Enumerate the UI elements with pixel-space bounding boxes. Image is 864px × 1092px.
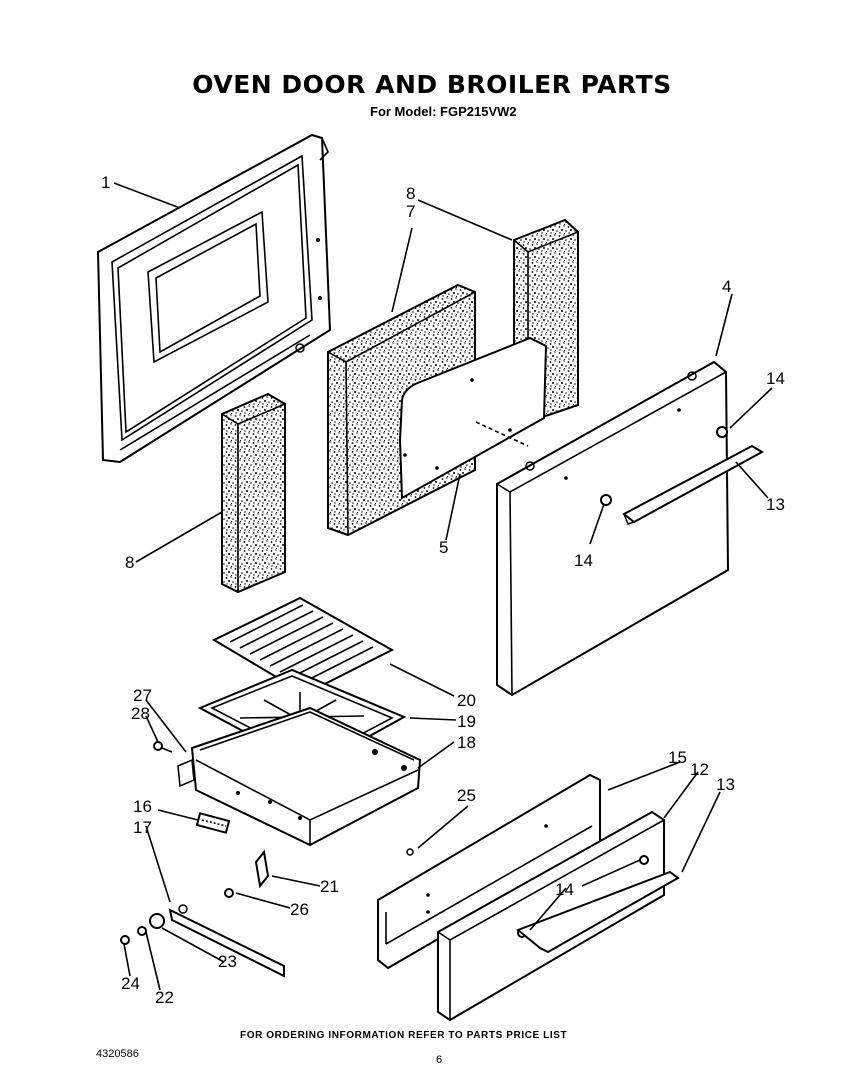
oven-door-frame xyxy=(96,133,332,464)
insulation-liner xyxy=(398,336,548,500)
callout-14-upper: 14 xyxy=(766,369,785,388)
callout-22: 22 xyxy=(155,988,174,1007)
page-number: 6 xyxy=(436,1054,443,1066)
callout-5: 5 xyxy=(439,538,449,557)
callout-4: 4 xyxy=(722,277,732,296)
callout-16: 16 xyxy=(133,797,152,816)
insulation-strip-lower xyxy=(221,392,286,594)
callout-17: 17 xyxy=(133,818,152,837)
callout-21: 21 xyxy=(320,877,339,896)
page-title: OVEN DOOR AND BROILER PARTS xyxy=(192,70,672,99)
callout-8-lower: 8 xyxy=(125,553,135,572)
callout-13-lower: 13 xyxy=(716,775,735,794)
broiler-inner-panel xyxy=(377,773,601,970)
leader-lines xyxy=(113,182,773,991)
callout-27: 27 xyxy=(133,686,152,705)
slide-rail xyxy=(120,904,285,978)
callout-1: 1 xyxy=(101,173,111,192)
broiler-drawer-body xyxy=(177,706,422,847)
callout-14-lower: 14 xyxy=(555,880,574,899)
broiler-outer-panel xyxy=(437,810,680,1022)
callout-28: 28 xyxy=(131,704,150,723)
callout-13-upper: 13 xyxy=(766,495,785,514)
callout-15: 15 xyxy=(668,748,687,767)
broiler-grid xyxy=(211,596,395,696)
ordering-footer: FOR ORDERING INFORMATION REFER TO PARTS … xyxy=(240,1030,568,1041)
callout-12: 12 xyxy=(690,760,709,779)
drawer-bracket xyxy=(224,848,414,898)
door-handle xyxy=(600,426,765,525)
document-number: 4320586 xyxy=(96,1048,139,1060)
callout-24: 24 xyxy=(121,974,140,993)
model-subtitle: For Model: FGP215VW2 xyxy=(370,104,517,119)
callout-26: 26 xyxy=(290,900,309,919)
callout-7: 7 xyxy=(406,202,416,221)
burner-plate xyxy=(195,812,231,834)
callout-14-middle: 14 xyxy=(574,551,593,570)
callout-20: 20 xyxy=(457,691,476,710)
outer-door-panel xyxy=(496,360,730,697)
mounting-screw-clip xyxy=(153,741,173,753)
callout-8-upper: 8 xyxy=(406,184,416,203)
callout-23: 23 xyxy=(218,952,237,971)
callout-19: 19 xyxy=(457,712,476,731)
callout-25: 25 xyxy=(457,786,476,805)
callout-18: 18 xyxy=(457,733,476,752)
